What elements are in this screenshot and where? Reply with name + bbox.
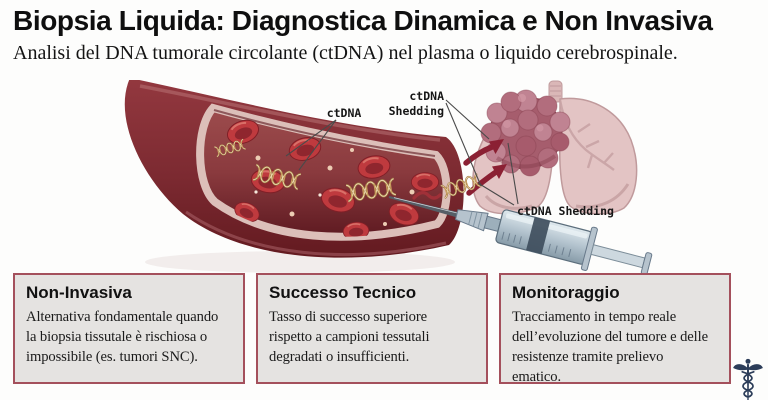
card-body: Tracciamento in tempo reale dell’evoluzi…	[512, 309, 708, 385]
ctdna-shedding-top-label-line2: Shedding	[389, 104, 444, 118]
info-card-successo-tecnico: Successo Tecnico Tasso di successo super…	[256, 273, 488, 384]
page-subtitle: Analisi del DNA tumorale circolante (ctD…	[13, 42, 678, 64]
caduceus-icon	[733, 358, 763, 400]
card-title: Successo Tecnico	[269, 283, 417, 302]
liquid-biopsy-illustration: ctDNA ctDNA Shedding ctDNA Shedding	[124, 80, 653, 275]
syringe-illustration	[388, 196, 653, 275]
info-card-monitoraggio: Monitoraggio Tracciamento in tempo reale…	[499, 273, 731, 385]
card-title: Non-Invasiva	[26, 283, 132, 302]
vessel-shadow	[145, 251, 455, 273]
ctdna-shedding-top-label-line1: ctDNA	[409, 89, 444, 103]
card-title: Monitoraggio	[512, 283, 620, 302]
blood-vessel-illustration	[124, 80, 464, 258]
page-title: Biopsia Liquida: Diagnostica Dinamica e …	[13, 5, 713, 36]
leader-lines	[285, 99, 519, 206]
ctdna-shedding-bottom-label: ctDNA Shedding	[517, 204, 614, 218]
card-body: Tasso di successo superiore rispetto a c…	[269, 309, 430, 365]
platelet-dots	[254, 124, 415, 226]
info-cards: Non-Invasiva Alternativa fondamentale qu…	[13, 273, 731, 385]
card-body: Alternativa fondamentale quando la biops…	[26, 309, 219, 365]
ctdna-label: ctDNA	[327, 106, 362, 120]
dna-squiggle	[412, 191, 442, 200]
tumor-illustration	[480, 89, 571, 177]
shedding-arrows	[463, 139, 507, 196]
info-card-non-invasiva: Non-Invasiva Alternativa fondamentale qu…	[13, 273, 245, 384]
